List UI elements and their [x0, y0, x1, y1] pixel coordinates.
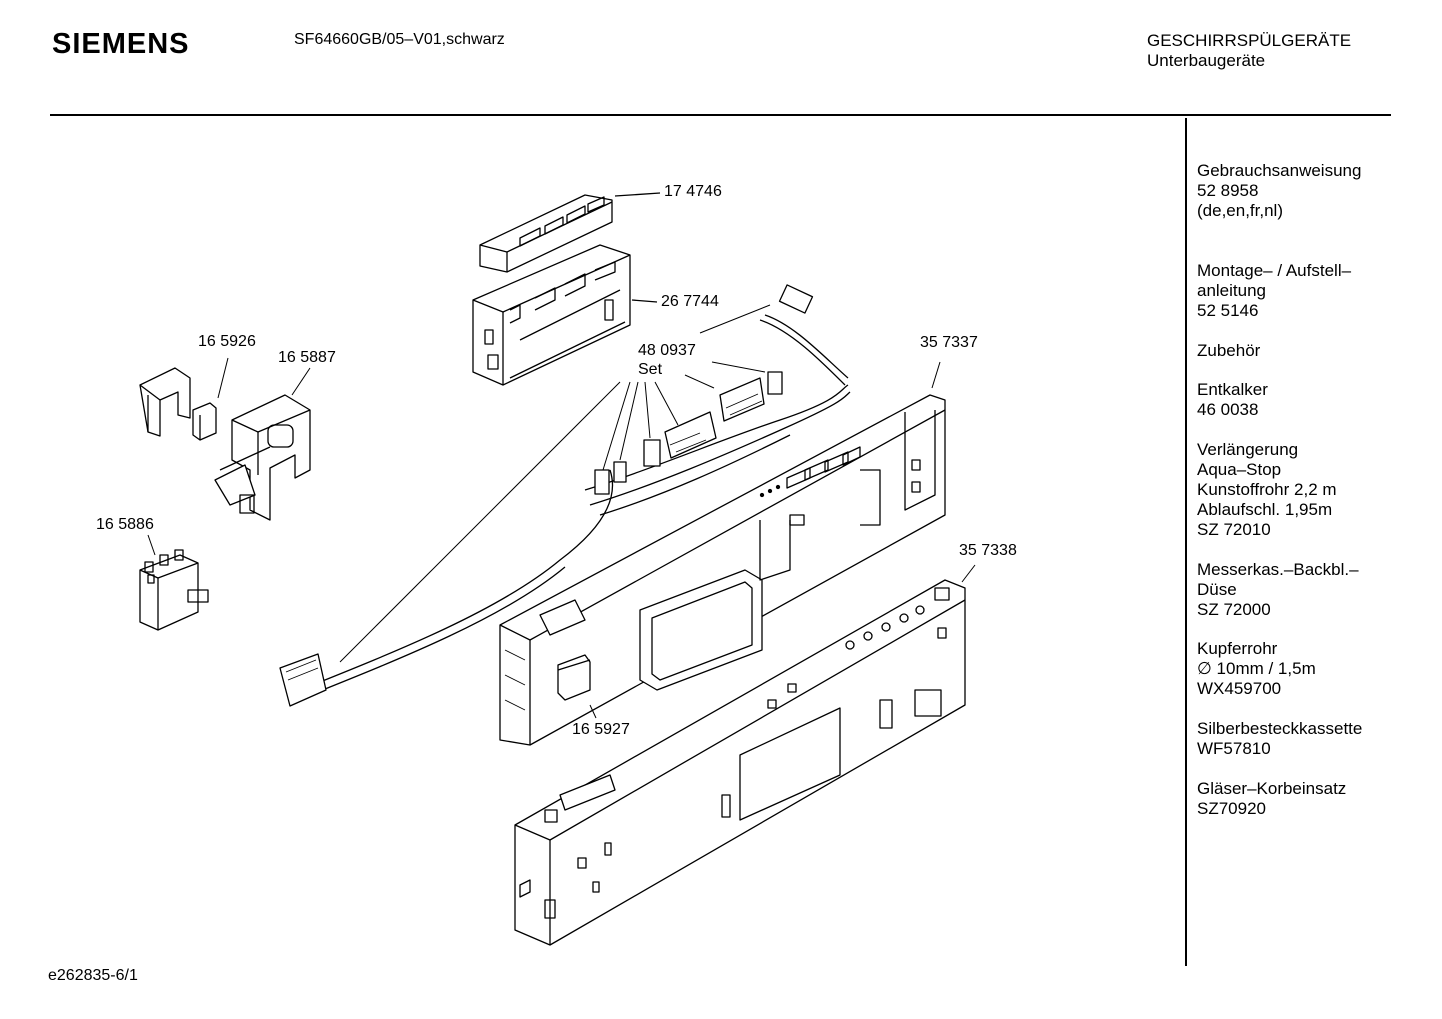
label-part-480937-set: Set [638, 361, 663, 378]
header-divider [50, 114, 1391, 116]
accessory-glass-insert: Gläser–Korbeinsatz SZ70920 [1197, 779, 1346, 819]
accessory-line: Gebrauchsanweisung [1197, 161, 1362, 180]
accessory-instructions: Gebrauchsanweisung 52 8958 (de,en,fr,nl) [1197, 161, 1361, 221]
accessory-accessories: Zubehör [1197, 341, 1260, 361]
part-button-strip [479, 194, 613, 273]
accessory-line: 52 5146 [1197, 301, 1259, 320]
category-line-1: GESCHIRRSPÜLGERÄTE [1147, 31, 1352, 50]
accessory-line: SZ 72000 [1197, 600, 1271, 619]
accessory-line: Montage– / Aufstell– [1197, 261, 1352, 280]
brand-logo: SIEMENS [52, 28, 190, 60]
accessory-descaler: Entkalker 46 0038 [1197, 380, 1268, 420]
model-number: SF64660GB/05–V01,schwarz [294, 31, 505, 48]
label-part-357337: 35 7337 [920, 334, 978, 351]
part-switch [139, 549, 209, 631]
accessory-line: Entkalker [1197, 380, 1268, 399]
accessory-line: Gläser–Korbeinsatz [1197, 779, 1347, 798]
leaders-wiring [339, 304, 771, 663]
accessory-line: Kupferrohr [1197, 639, 1278, 658]
accessory-line: SZ 72010 [1197, 520, 1271, 539]
accessory-cutlery-tray: Silberbesteckkassette WF57810 [1197, 719, 1362, 759]
part-inner-panel [514, 579, 966, 946]
label-part-174746: 17 4746 [664, 183, 722, 200]
accessory-extension: Verlängerung Aqua–Stop Kunstoffrohr 2,2 … [1197, 440, 1337, 540]
accessory-installation: Montage– / Aufstell– anleitung 52 5146 [1197, 261, 1351, 321]
accessory-line: SZ70920 [1197, 799, 1266, 818]
label-part-357338: 35 7338 [959, 542, 1017, 559]
accessory-line: WF57810 [1197, 739, 1271, 758]
accessory-nozzle: Messerkas.–Backbl.– Düse SZ 72000 [1197, 560, 1359, 620]
part-control-panel [499, 394, 946, 746]
accessory-line: 52 8958 [1197, 181, 1259, 200]
sidebar-divider [1185, 118, 1187, 966]
category-line-2: Unterbaugeräte [1147, 51, 1266, 70]
label-part-480937: 48 0937 [638, 342, 696, 359]
accessory-line: Silberbesteckkassette [1197, 719, 1363, 738]
part-wiring-harness [279, 284, 851, 707]
accessory-line: Verlängerung [1197, 440, 1299, 459]
label-part-267744: 26 7744 [661, 293, 719, 310]
accessory-copper-pipe: Kupferrohr ∅ 10mm / 1,5m WX459700 [1197, 639, 1316, 699]
label-part-165887: 16 5887 [278, 349, 336, 366]
label-part-165886: 16 5886 [96, 516, 154, 533]
accessory-line: (de,en,fr,nl) [1197, 201, 1283, 220]
category: GESCHIRRSPÜLGERÄTE Unterbaugeräte [1147, 31, 1351, 71]
accessory-line: Düse [1197, 580, 1237, 599]
part-clip [139, 367, 217, 441]
label-part-165927: 16 5927 [572, 721, 630, 738]
accessory-line: Ablaufschl. 1,95m [1197, 500, 1333, 519]
part-door-latch [214, 394, 311, 521]
accessory-line: WX459700 [1197, 679, 1282, 698]
accessory-line: Messerkas.–Backbl.– [1197, 560, 1359, 579]
accessory-line: ∅ 10mm / 1,5m [1197, 659, 1316, 678]
accessory-line: Zubehör [1197, 341, 1261, 360]
accessory-line: Aqua–Stop [1197, 460, 1282, 479]
accessory-line: anleitung [1197, 281, 1267, 300]
part-control-module [472, 244, 631, 386]
drawing-code: e262835-6/1 [48, 967, 138, 984]
accessory-line: Kunstoffrohr 2,2 m [1197, 480, 1337, 499]
label-part-165926: 16 5926 [198, 333, 256, 350]
accessory-line: 46 0038 [1197, 400, 1259, 419]
